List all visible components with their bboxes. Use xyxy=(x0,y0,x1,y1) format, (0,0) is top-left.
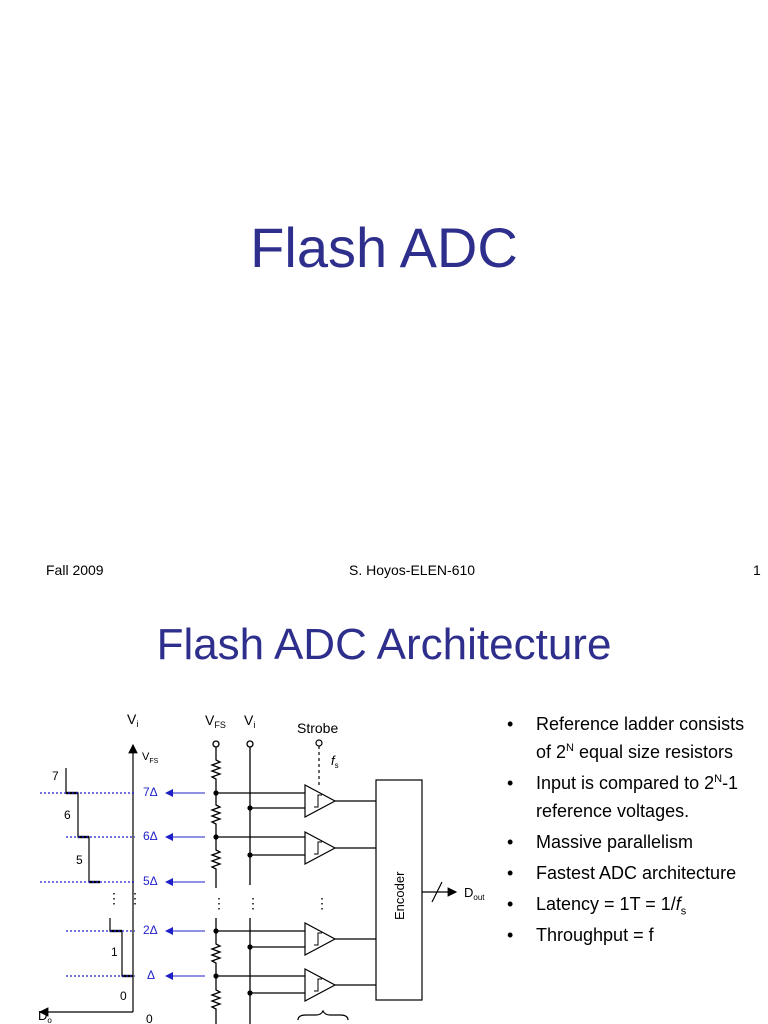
code-5: 5 xyxy=(76,853,83,867)
fs-label: fs xyxy=(331,753,339,770)
resistor-ladder: VFS ⋮ xyxy=(205,712,226,1024)
ellipsis-dots: ⋮ xyxy=(246,895,260,911)
footer-page-number: 1 xyxy=(753,562,761,578)
ellipsis-dots: ⋮ xyxy=(128,890,142,906)
slide-1: Flash ADC Fall 2009 S. Hoyos-ELEN-610 1 xyxy=(46,216,761,578)
slide-title: Flash ADC Architecture xyxy=(156,620,612,669)
slide-2: Flash ADC Architecture Vi VFS Do xyxy=(0,600,768,1024)
ref-label-1: Δ xyxy=(147,968,155,982)
slide-title: Flash ADC xyxy=(250,216,518,279)
vi-axis-label: Vi xyxy=(127,711,138,729)
code-1: 1 xyxy=(111,945,118,959)
comparator xyxy=(213,831,376,865)
comparator xyxy=(213,968,376,1002)
vfs-axis-label: VFS xyxy=(142,751,159,765)
comparator-bank xyxy=(213,784,376,1021)
ellipsis-dots: ⋮ xyxy=(107,890,121,906)
ellipsis-dots: ⋮ xyxy=(212,895,226,911)
comparator xyxy=(213,784,376,818)
vi-input-bus: Vi ⋮ xyxy=(244,712,260,1024)
reference-levels: 7Δ 6Δ 5Δ 2Δ Δ xyxy=(40,785,205,982)
ref-label-2: 2Δ xyxy=(143,923,158,937)
dout-label: Dout xyxy=(464,885,485,902)
bullet-item: Reference ladder consists of 2N equal si… xyxy=(505,710,760,766)
transfer-characteristic: Vi VFS Do 7 6 5 1 0 0 ⋮ ⋮ xyxy=(38,711,159,1024)
ref-label-7: 7Δ xyxy=(143,785,158,799)
encoder-label: Encoder xyxy=(392,871,407,920)
do-axis-label: Do xyxy=(38,1008,52,1024)
code-0: 0 xyxy=(120,989,127,1003)
comparator-brace xyxy=(297,1009,349,1021)
code-7: 7 xyxy=(52,769,59,783)
bullet-item: Massive parallelism xyxy=(505,828,760,856)
vfs-terminal-label: VFS xyxy=(205,712,226,730)
comparator xyxy=(213,922,376,956)
bullet-item: Input is compared to 2N-1 reference volt… xyxy=(505,769,760,825)
encoder-block: Encoder Dout xyxy=(375,779,485,1001)
ref-label-5: 5Δ xyxy=(143,874,158,888)
ellipsis-dots: ⋮ xyxy=(315,895,329,911)
footer-date: Fall 2009 xyxy=(46,562,104,578)
bullet-item: Throughput = f xyxy=(505,921,760,949)
vi-terminal-label: Vi xyxy=(244,712,255,730)
ref-label-6: 6Δ xyxy=(143,829,158,843)
bullet-item: Latency = 1T = 1/fs xyxy=(505,890,760,918)
bullet-list: Reference ladder consists of 2N equal si… xyxy=(505,710,760,952)
staircase-upper xyxy=(65,768,90,882)
flash-adc-circuit-diagram: Vi VFS Do 7 6 5 1 0 0 ⋮ ⋮ xyxy=(38,711,485,1024)
strobe-label: Strobe xyxy=(297,720,338,736)
bullet-item: Fastest ADC architecture xyxy=(505,859,760,887)
code-6: 6 xyxy=(64,808,71,822)
strobe-line: Strobe fs ⋮ xyxy=(297,720,339,911)
code-0-axis: 0 xyxy=(146,1012,153,1024)
footer-author-course: S. Hoyos-ELEN-610 xyxy=(349,562,476,578)
